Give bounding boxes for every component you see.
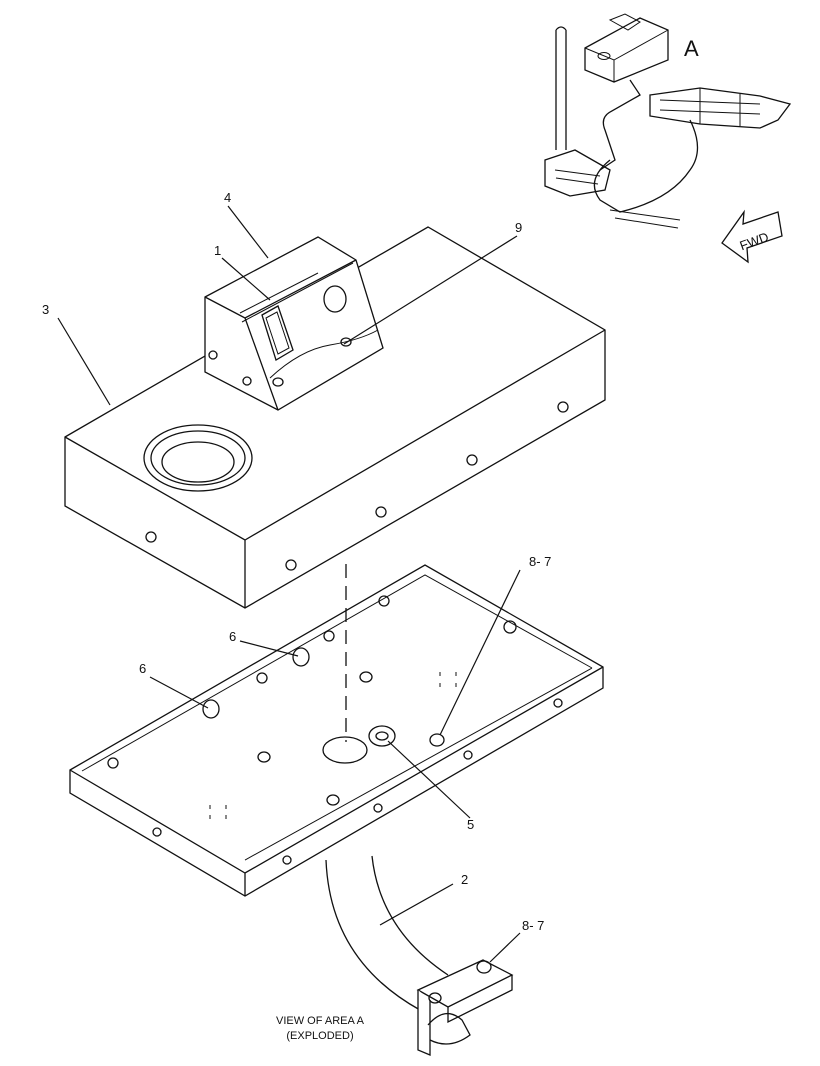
callout-6-lower: 6 xyxy=(139,661,146,676)
locator-view xyxy=(544,13,792,229)
callout-1: 1 xyxy=(214,243,221,258)
callout-3: 3 xyxy=(42,302,49,317)
callout-8-7-upper: 8- 7 xyxy=(529,554,551,569)
callout-2: 2 xyxy=(461,872,468,887)
caption-line-1: VIEW OF AREA A xyxy=(276,1015,365,1027)
caption-line-2: (EXPLODED) xyxy=(286,1030,353,1042)
conduit-bracket xyxy=(325,855,514,1056)
switch-housing xyxy=(204,236,384,411)
callout-5: 5 xyxy=(467,817,474,832)
detail-label-a: A xyxy=(684,36,699,61)
leader-lines xyxy=(57,205,521,963)
callout-4: 4 xyxy=(224,190,231,205)
cover-box xyxy=(64,226,606,609)
fwd-arrow: FWD xyxy=(721,209,783,264)
callout-9: 9 xyxy=(515,220,522,235)
callout-8-7-lower: 8- 7 xyxy=(522,918,544,933)
base-tray xyxy=(69,564,604,897)
callout-6-upper: 6 xyxy=(229,629,236,644)
